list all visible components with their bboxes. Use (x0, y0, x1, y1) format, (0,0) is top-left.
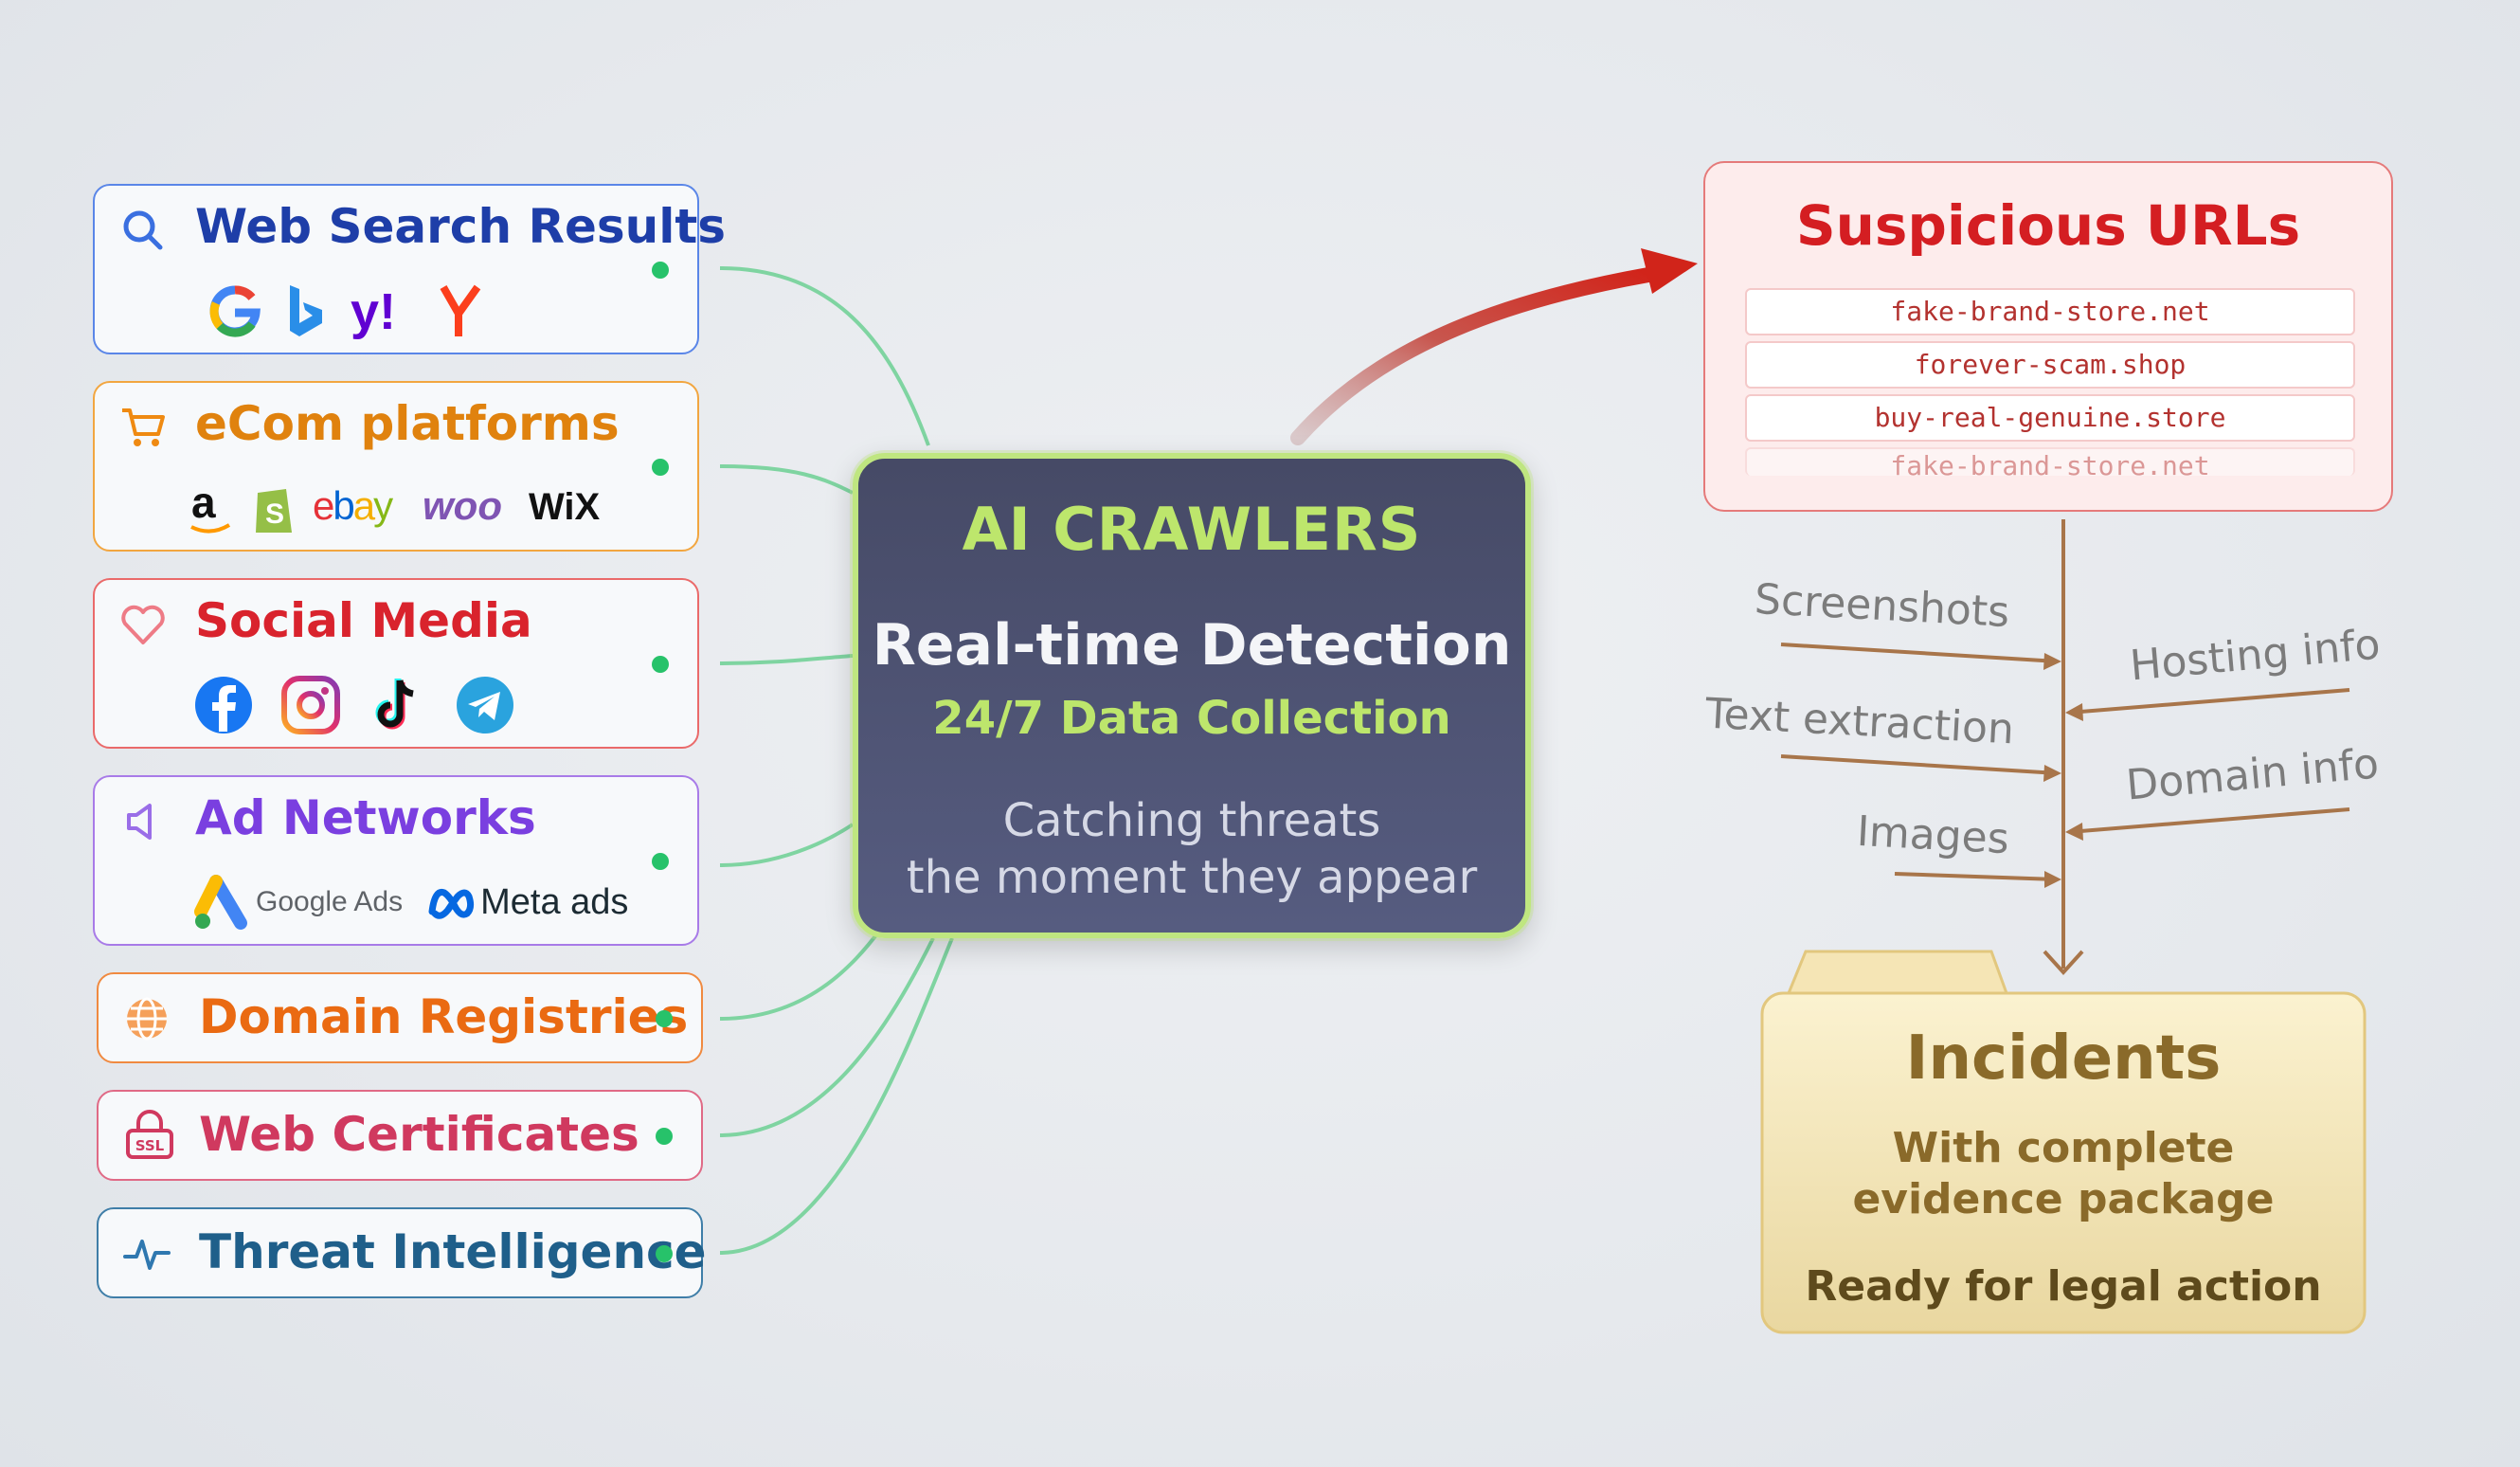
core-headline: Real-time Detection (872, 612, 1512, 679)
globe-icon (127, 997, 167, 1041)
hosting-arrowhead (2065, 703, 2083, 721)
google-logo (209, 285, 261, 337)
suspicious-urls-title: Suspicious URLs (1795, 193, 2301, 258)
core-tagline-line-2: the moment they appear (906, 851, 1478, 904)
core-subheadline: 24/7 Data Collection (932, 692, 1451, 745)
core-tagline-line-1: Catching threats (1002, 794, 1381, 847)
svg-text:woo: woo (423, 483, 502, 528)
svg-text:a: a (191, 478, 216, 527)
status-dot (652, 459, 669, 476)
red-arrow-head (1641, 248, 1698, 294)
incidents-line-3: Ready for legal action (1805, 1262, 2322, 1311)
telegram-logo (457, 677, 513, 734)
connector-web-search (719, 266, 930, 446)
source-ecom-platforms: eCom platforms a S ebay woo WiX (93, 381, 699, 552)
bing-logo (290, 285, 322, 336)
speaker-icon (127, 804, 152, 840)
incidents-title: Incidents (1905, 1023, 2222, 1094)
yandex-logo (440, 284, 481, 336)
google-ads-label: Google Ads (256, 886, 404, 917)
source-title: Social Media (195, 593, 532, 648)
facebook-logo (195, 677, 252, 734)
ssl-lock-icon: SSL (126, 1110, 173, 1159)
connector-certificates (719, 937, 935, 1137)
folder-icon (1760, 950, 2367, 1334)
domain-info-arrow (2068, 807, 2350, 834)
incidents-line-1: With complete (1892, 1124, 2235, 1172)
screenshots-arrow (1780, 643, 2059, 663)
svg-text:WiX: WiX (529, 486, 601, 528)
status-dot (652, 853, 669, 870)
source-title: Domain Registries (199, 989, 689, 1044)
source-title: Web Certificates (199, 1107, 639, 1162)
connector-ad-networks (719, 823, 855, 867)
instagram-logo (281, 676, 340, 734)
cart-icon (122, 408, 165, 446)
tiktok-logo (375, 679, 414, 730)
status-dot (652, 262, 669, 279)
amazon-logo: a (190, 478, 231, 534)
images-arrowhead (2044, 871, 2061, 888)
search-icon (123, 210, 163, 250)
images-arrow (1894, 872, 2059, 881)
incidents-folder: Incidents With complete evidence package… (1760, 948, 2367, 1336)
source-title: eCom platforms (195, 396, 620, 451)
connector-threat-intel (719, 937, 954, 1255)
source-title: Threat Intelligence (199, 1224, 707, 1279)
source-title: Ad Networks (195, 790, 536, 845)
text-extraction-arrowhead (2043, 765, 2061, 782)
heart-icon (121, 605, 165, 644)
ssl-icon-text: SSL (135, 1137, 165, 1154)
source-social-media: Social Media (93, 578, 699, 749)
source-ad-networks: Ad Networks Google Ads Meta ads (93, 775, 699, 946)
svg-text:ebay: ebay (313, 483, 393, 528)
source-web-search: Web Search Results y! (93, 184, 726, 354)
evidence-label-images: Images (1855, 806, 2010, 864)
screenshots-arrowhead (2043, 653, 2061, 670)
meta-ads-badge: Meta ads (427, 882, 628, 923)
ai-crawlers-box: AI CRAWLERS Real-time Detection 24/7 Dat… (853, 453, 1531, 938)
meta-ads-logo (428, 888, 475, 919)
domain-info-arrowhead (2065, 823, 2083, 841)
url-row: buy-real-genuine.store (1745, 394, 2355, 442)
connector-social (719, 654, 854, 665)
wix-logo: WiX (529, 486, 601, 528)
url-row: fake-brand-store.net (1745, 288, 2355, 335)
source-title: Web Search Results (195, 199, 727, 254)
red-arrow-shaft (1290, 267, 1656, 445)
evidence-trunk-arrowhead (2043, 950, 2084, 975)
meta-ads-label: Meta ads (480, 881, 629, 922)
hosting-arrow (2068, 688, 2350, 715)
woo-logo: woo (423, 483, 502, 528)
status-dot (656, 1245, 673, 1262)
connector-ecom (719, 464, 854, 495)
incidents-line-2: evidence package (1852, 1175, 2275, 1223)
text-extraction-arrow (1780, 754, 2059, 775)
svg-text:S: S (265, 498, 284, 530)
url-row: forever-scam.shop (1745, 341, 2355, 389)
url-row: fake-brand-store.net (1745, 447, 2355, 476)
ebay-logo: ebay (313, 483, 395, 528)
google-ads-logo (194, 875, 247, 930)
svg-text:y!: y! (351, 283, 396, 340)
status-dot (656, 1128, 673, 1145)
source-threat-intelligence: Threat Intelligence (97, 1207, 707, 1298)
yahoo-logo: y! (351, 283, 396, 340)
suspicious-urls-panel: Suspicious URLs fake-brand-store.net for… (1703, 161, 2393, 512)
google-ads-badge: Google Ads (193, 874, 403, 931)
core-tagline: Catching threats the moment they appear (858, 792, 1525, 906)
connector-domain (719, 927, 883, 1021)
status-dot (656, 1010, 673, 1027)
source-domain-registries: Domain Registries (97, 972, 703, 1063)
shopify-logo: S (256, 489, 292, 533)
status-dot (652, 656, 669, 673)
core-title: AI CRAWLERS (962, 495, 1422, 564)
source-web-certificates: SSL Web Certificates (97, 1090, 703, 1181)
pulse-icon (123, 1240, 171, 1270)
